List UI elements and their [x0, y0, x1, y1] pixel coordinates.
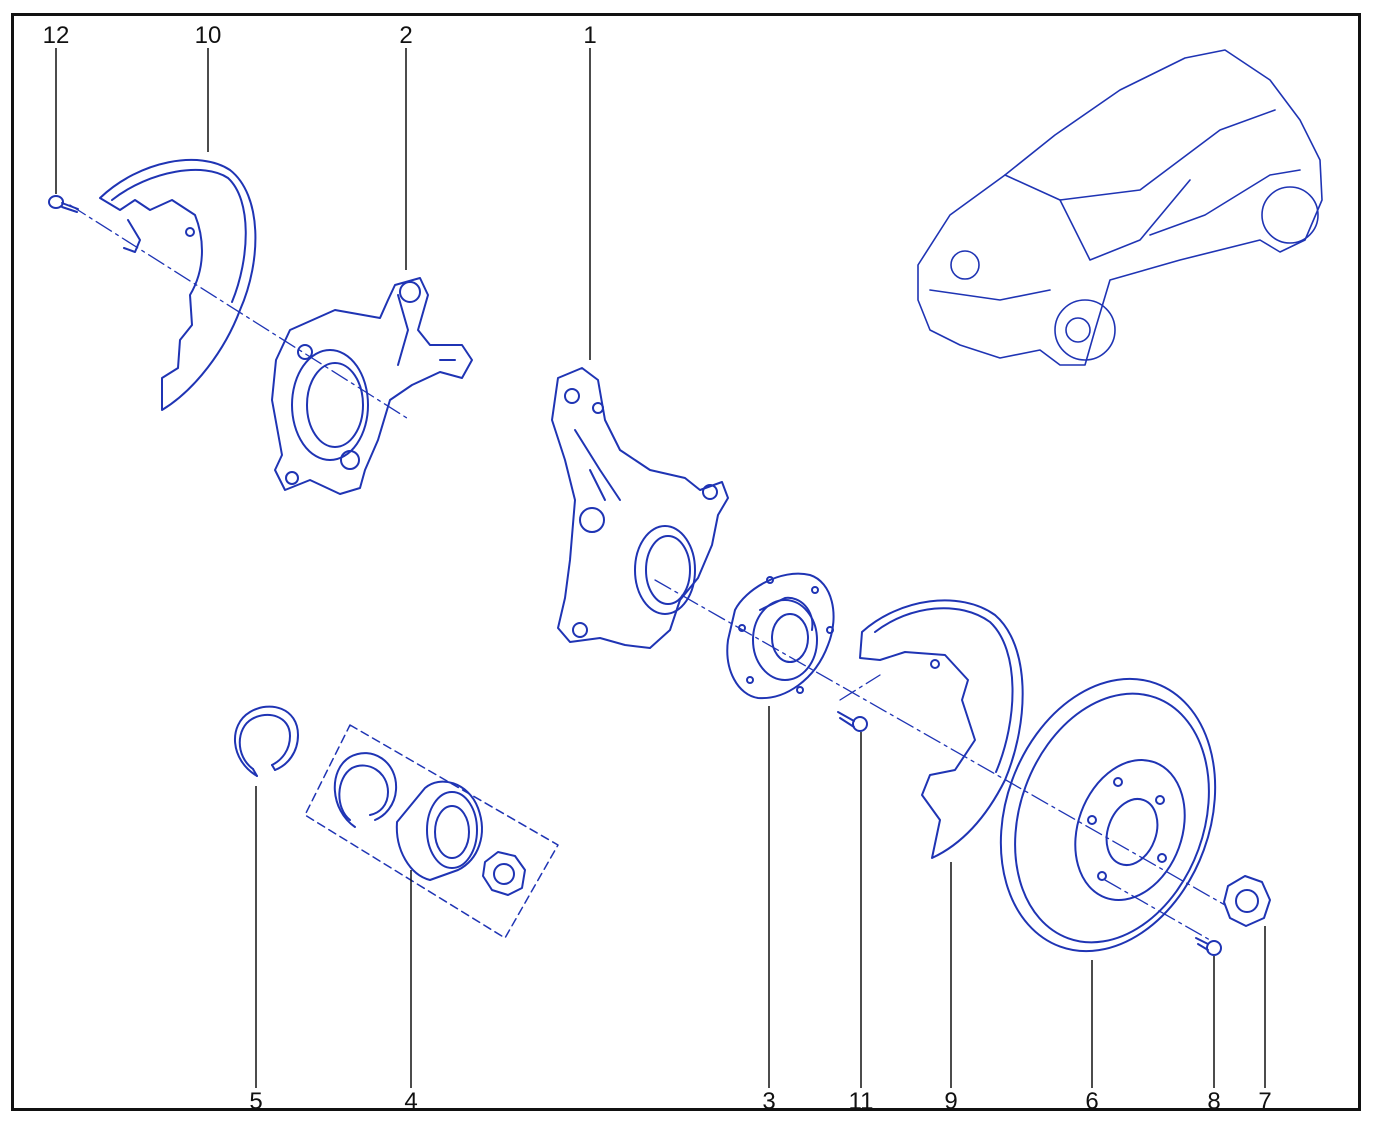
callout-4: 4	[404, 1088, 418, 1115]
callout-9: 9	[944, 1088, 958, 1115]
bearing-kit-4	[304, 724, 559, 939]
callout-7: 7	[1258, 1088, 1272, 1115]
dust-shield-10	[99, 159, 257, 411]
wheel-hub-3	[726, 572, 835, 700]
screw-11	[837, 711, 868, 732]
screw-12	[48, 195, 79, 213]
vehicle-view	[917, 49, 1323, 366]
steering-knuckle-2	[271, 277, 473, 495]
screw-8	[1195, 937, 1222, 956]
callout-10: 10	[194, 22, 222, 49]
callout-8: 8	[1207, 1088, 1221, 1115]
leader-lines	[55, 48, 1266, 1088]
callout-5: 5	[249, 1088, 263, 1115]
hub-nut-7	[1223, 875, 1271, 927]
steering-knuckle-1	[551, 367, 729, 649]
brake-disc-6	[999, 677, 1217, 953]
callout-6: 6	[1085, 1088, 1099, 1115]
axis-line	[69, 204, 1226, 941]
circlip-5	[234, 705, 299, 777]
callout-3: 3	[762, 1088, 776, 1115]
dust-shield-9	[859, 599, 1024, 859]
callout-11: 11	[848, 1088, 874, 1115]
diagram-frame	[11, 13, 1361, 1111]
callout-1: 1	[583, 22, 597, 49]
callout-12: 12	[42, 22, 70, 49]
callout-2: 2	[399, 22, 413, 49]
